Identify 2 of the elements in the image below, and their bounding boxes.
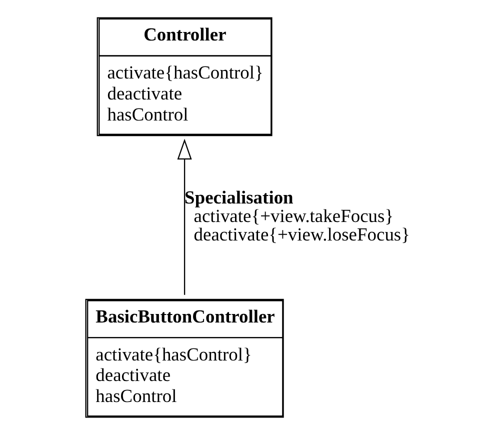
arrow (177, 138, 192, 295)
edge-label: Specialisation activate{+view.takeFocus} deactivate{+view.loseFocus} (184, 187, 410, 244)
